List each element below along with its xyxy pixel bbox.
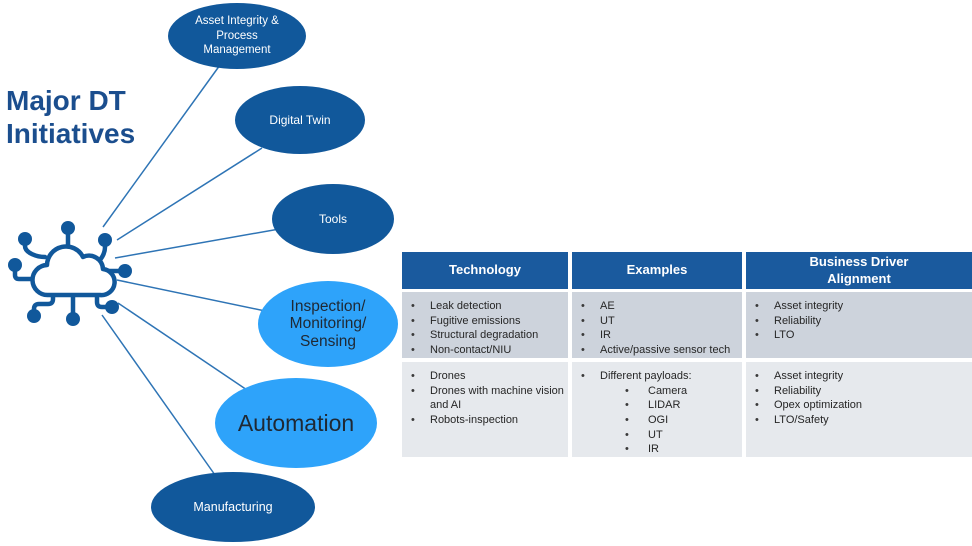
bullet-item: Robots-inspection	[402, 413, 566, 428]
cell-row2-examples: Different payloads:CameraLIDAROGIUTIR	[572, 362, 742, 457]
bullet-item: Different payloads:	[572, 369, 740, 384]
header-technology: Technology	[402, 252, 568, 289]
bullet-item: IR	[572, 328, 740, 343]
bullet-item: AE	[572, 299, 740, 314]
bullet-item: Active/passive sensor tech	[572, 343, 740, 358]
node-digital-twin-label: Digital Twin	[269, 113, 331, 127]
bullet-item: UT	[572, 314, 740, 329]
bullet-item: Drones	[402, 369, 566, 384]
bullet-item: Structural degradation	[402, 328, 566, 343]
connector-tools	[114, 227, 286, 259]
node-tools-label: Tools	[318, 212, 347, 226]
node-automation-label: Automation	[237, 409, 355, 436]
bullet-item: IR	[572, 442, 740, 457]
node-manufacturing-label: Manufacturing	[193, 500, 273, 514]
connector-inspection	[116, 279, 271, 313]
connector-asset-integrity	[102, 64, 221, 228]
node-automation: Automation	[215, 378, 377, 468]
cell-row1-examples: AEUTIRActive/passive sensor tech	[572, 292, 742, 358]
bullet-item: UT	[572, 428, 740, 443]
table-row: DronesDrones with machine vision and AIR…	[402, 362, 972, 457]
bullet-item: Fugitive emissions	[402, 314, 566, 329]
cell-row2-technology: DronesDrones with machine vision and AIR…	[402, 362, 568, 457]
bullet-item: LTO	[746, 328, 970, 343]
bullet-item: Asset integrity	[746, 299, 970, 314]
node-asset-integrity-label: Asset Integrity & Process Management	[195, 15, 279, 57]
technology-table: Technology Examples Business Driver Alig…	[402, 252, 972, 457]
bullet-item: Camera	[572, 384, 740, 399]
bullet-item: OGI	[572, 413, 740, 428]
page-title: Major DT Initiatives	[6, 85, 136, 150]
cell-row2-business-driver: Asset integrityReliabilityOpex optimizat…	[746, 362, 972, 457]
bullet-item: Leak detection	[402, 299, 566, 314]
bullet-item: LIDAR	[572, 398, 740, 413]
bullet-item: Non-contact/NIU	[402, 343, 566, 358]
table-row: Leak detectionFugitive emissionsStructur…	[402, 292, 972, 358]
bullet-item: LTO/Safety	[746, 413, 970, 428]
bullet-item: Drones with machine vision and AI	[402, 384, 566, 413]
connector-manufacturing	[101, 314, 216, 476]
connector-automation	[117, 302, 251, 393]
node-inspection-label: Inspection/ Monitoring/ Sensing	[289, 297, 367, 350]
table-header-row: Technology Examples Business Driver Alig…	[402, 252, 972, 289]
cell-row1-business-driver: Asset integrityReliabilityLTO	[746, 292, 972, 358]
header-examples: Examples	[572, 252, 742, 289]
connected-cloud-icon	[8, 221, 132, 326]
node-asset-integrity: Asset Integrity & Process Management	[168, 3, 306, 69]
cell-row1-technology: Leak detectionFugitive emissionsStructur…	[402, 292, 568, 358]
bullet-item: Reliability	[746, 314, 970, 329]
bullet-item: Reliability	[746, 384, 970, 399]
connector-digital-twin	[116, 147, 263, 241]
node-inspection-monitoring-sensing: Inspection/ Monitoring/ Sensing	[258, 281, 398, 367]
bullet-item: Asset integrity	[746, 369, 970, 384]
node-digital-twin: Digital Twin	[235, 86, 365, 154]
node-tools: Tools	[272, 184, 394, 254]
header-business-driver-alignment: Business Driver Alignment	[746, 252, 972, 289]
bullet-item: Opex optimization	[746, 398, 970, 413]
node-manufacturing: Manufacturing	[151, 472, 315, 542]
